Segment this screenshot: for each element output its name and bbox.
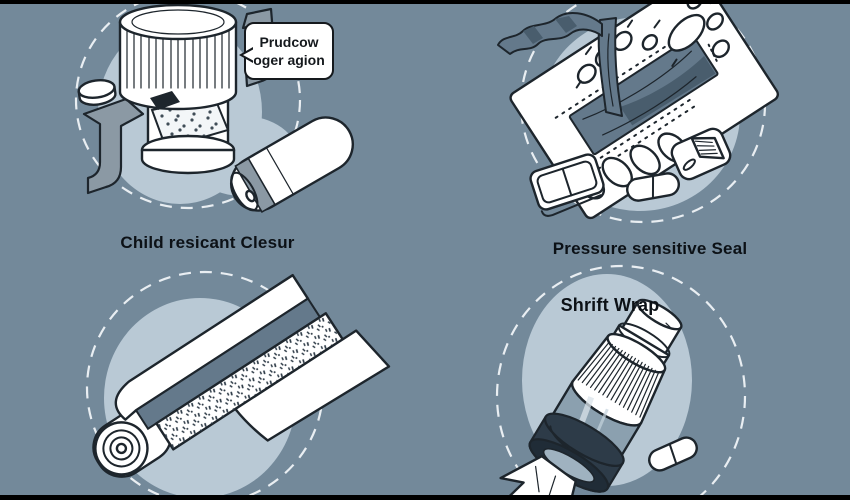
- wrap-roll: [92, 273, 391, 478]
- blister-pack-small: [529, 153, 605, 217]
- caption-shrink-wrap: Shrift Wrap: [560, 295, 660, 315]
- wrap-roll-illustration: [85, 270, 391, 495]
- cap-ribs: [126, 30, 230, 89]
- capsule: [626, 172, 680, 202]
- dashed-circle: [495, 264, 747, 495]
- crumpled-film: [499, 454, 577, 495]
- cap-ring: [528, 412, 625, 493]
- loose-sheet: [234, 329, 391, 442]
- foil-seal: [568, 35, 719, 156]
- caption-pressure-seal: Pressure sensitive Seal: [552, 239, 748, 258]
- dashed-circle: [74, 4, 302, 210]
- letterbox-bottom: [0, 495, 850, 500]
- tablet: [77, 79, 117, 106]
- speech-bubble: Prudcow oger agion: [239, 22, 334, 80]
- speech-bubble-line1: Prudcow: [259, 33, 319, 50]
- shrink-band: [570, 332, 667, 427]
- shrink-wrap-bottle: [499, 298, 683, 495]
- band-ribs: [577, 341, 660, 418]
- dispenser-box: [670, 127, 732, 181]
- child-resistant-closure-illustration: [74, 4, 354, 214]
- pill-canister: [230, 116, 354, 214]
- speech-bubble-line2: oger agion: [253, 52, 325, 68]
- cap-clip-left: [82, 97, 145, 195]
- pressure-sensitive-seal-illustration: [497, 4, 780, 224]
- child-resistant-cap: [118, 4, 238, 111]
- outer-sheet-flap: [114, 273, 310, 421]
- letterbox-top: [0, 0, 850, 4]
- capsule: [648, 436, 698, 472]
- peel-ribbon: [497, 12, 623, 117]
- caption-child-resistant: Child resicant Clesur: [120, 233, 295, 252]
- printed-strip: [155, 312, 344, 451]
- shrink-wrap-bottle-illustration: [495, 264, 747, 495]
- roll-spiral: [94, 421, 149, 476]
